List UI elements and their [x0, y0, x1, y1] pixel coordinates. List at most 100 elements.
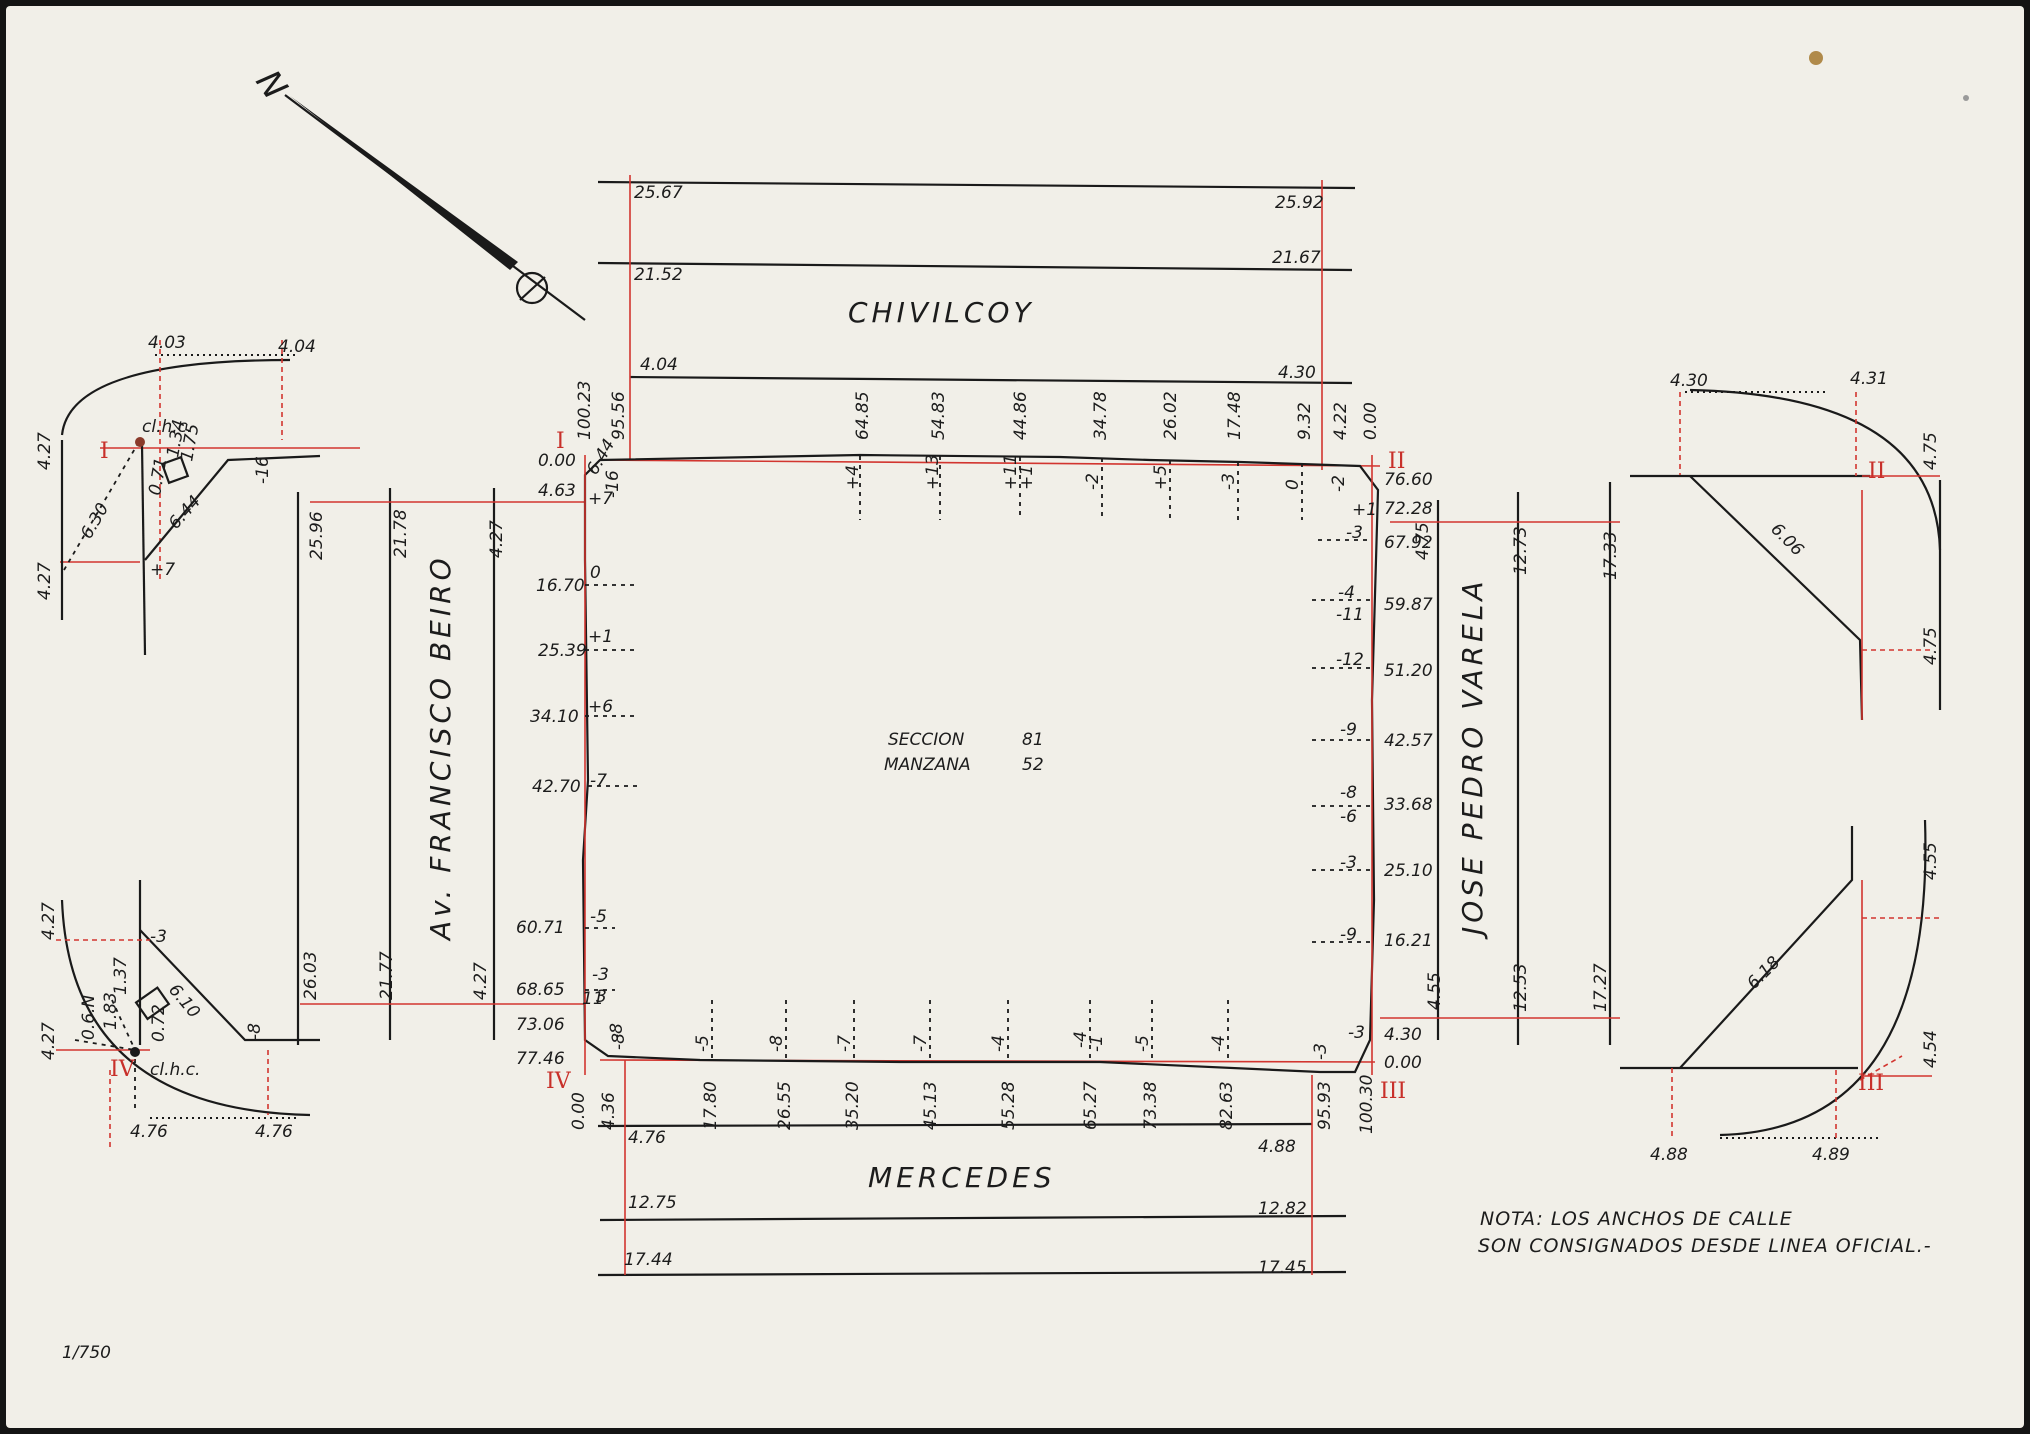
east-width-top-1: 4.75 [1413, 522, 1433, 560]
east-level: -8 [1340, 783, 1357, 803]
block-label: MANZANA [884, 755, 971, 775]
detail-ne-label: 4.75 [1921, 627, 1941, 665]
west-stations: 0.00 4.63 16.70 25.39 34.10 42.70 60.71 … [516, 436, 640, 1069]
north-station: 26.02 [1161, 391, 1181, 440]
west-level: 11 [582, 989, 604, 1009]
corner-label-iii: III [1380, 1079, 1406, 1104]
north-station: 64.85 [853, 391, 873, 440]
west-station: 68.65 [516, 980, 565, 1000]
corner-label-ii: II [1388, 449, 1405, 474]
south-width-right-1: 4.88 [1258, 1137, 1296, 1157]
section-value: 81 [1022, 730, 1044, 750]
west-width-top-3: 4.27 [487, 520, 507, 558]
west-width-top-2: 21.78 [391, 509, 411, 558]
north-station: 9.32 [1295, 402, 1315, 440]
note-line-2: SON CONSIGNADOS DESDE LINEA OFICIAL.- [1478, 1235, 1932, 1257]
south-width-left-1: 4.76 [628, 1128, 666, 1148]
west-station: 25.39 [538, 641, 587, 661]
east-station: 4.30 [1384, 1025, 1422, 1045]
east-level: -6 [1340, 807, 1357, 827]
south-level: -3 [1311, 1043, 1331, 1060]
south-station: 73.38 [1141, 1081, 1161, 1130]
north-level: -2 [1329, 475, 1349, 492]
block-outline [581, 453, 1380, 1075]
east-level: -3 [1346, 523, 1363, 543]
south-level: -4 [1209, 1035, 1229, 1052]
corner-label-i: I [556, 429, 565, 454]
west-station: 77.46 [516, 1049, 565, 1069]
north-level: -2 [1083, 473, 1103, 490]
detail-se-label: 4.54 [1921, 1030, 1941, 1068]
detail-sw-label: cl.h.c. [150, 1060, 200, 1080]
north-level: -3 [1219, 473, 1239, 490]
detail-nw-label: cl.h.c. [142, 417, 192, 437]
east-station: 67.92 [1384, 533, 1433, 553]
south-station: 4.36 [599, 1092, 619, 1130]
detail-sw-label: 1.83 [101, 992, 121, 1030]
detail-sw-corner: IV [110, 1057, 136, 1082]
detail-sw-label: 1.37 [111, 957, 131, 995]
west-station: 0.00 [538, 451, 576, 471]
north-station: 17.48 [1225, 391, 1245, 440]
south-level: -4 [989, 1035, 1009, 1052]
north-station: 0.00 [1361, 402, 1381, 440]
west-level: -7 [590, 771, 607, 791]
north-stations: 100.23 95.56 64.85 54.83 44.86 34.78 26.… [575, 381, 1381, 440]
survey-sheet: N 25.67 21.52 4.04 25.92 21.67 4.30 CHIV… [6, 6, 2024, 1428]
east-level: -3 [1348, 1023, 1365, 1043]
detail-sw-label: -3 [150, 927, 167, 947]
detail-sw-label: 6.10 [164, 980, 204, 1022]
scale-label: 1/750 [62, 1343, 111, 1363]
south-width-right-2: 12.82 [1258, 1199, 1307, 1219]
north-station: 4.22 [1331, 402, 1351, 440]
south-station: 0.00 [569, 1092, 589, 1130]
note-line-1: NOTA: LOS ANCHOS DE CALLE [1480, 1208, 1793, 1230]
north-level: +11 [1001, 454, 1021, 490]
east-level: -9 [1340, 720, 1357, 740]
south-station: 65.27 [1081, 1081, 1101, 1130]
east-width-bottom-1: 4.55 [1425, 972, 1445, 1010]
paper-speck [1809, 51, 1823, 65]
detail-nw-label: -16 [253, 456, 273, 484]
south-stations: 0.00 4.36 17.80 26.55 35.20 45.13 55.28 … [569, 1000, 1377, 1134]
north-width-left-1: 25.67 [634, 183, 683, 203]
detail-nw-label: 0.71 [145, 456, 171, 497]
north-station: 95.56 [609, 391, 629, 440]
block-value: 52 [1022, 755, 1044, 775]
north-level: +13 [923, 454, 943, 490]
south-level: -1 [1087, 1035, 1107, 1052]
south-station: 17.80 [701, 1081, 721, 1130]
north-station: 100.23 [575, 381, 595, 440]
detail-sw: 4.27 4.27 -3 6.10 -8 1.37 0.72 1.83 0.6.… [39, 880, 320, 1150]
north-level: +4 [843, 465, 863, 490]
north-station: 34.78 [1091, 391, 1111, 440]
detail-nw-label: 6.30 [77, 500, 113, 543]
west-level: 0 [590, 563, 601, 583]
south-level: -7 [911, 1035, 931, 1052]
south-level: -8 [607, 1023, 627, 1040]
east-level: -4 [1338, 583, 1355, 603]
south-width-right-3: 17.45 [1258, 1258, 1307, 1278]
detail-sw-label: -8 [245, 1023, 265, 1040]
east-station: 72.28 [1384, 499, 1433, 519]
detail-nw-label: 4.03 [148, 333, 186, 353]
paper-speck [1963, 95, 1969, 101]
detail-sw-label: 4.27 [39, 902, 59, 940]
detail-ne-label: 4.75 [1921, 432, 1941, 470]
south-station: 26.55 [775, 1081, 795, 1130]
detail-sw-label: 4.27 [39, 1022, 59, 1060]
west-width-bottom-3: 4.27 [471, 962, 491, 1000]
east-station: 59.87 [1384, 595, 1433, 615]
detail-se-label: 4.88 [1650, 1145, 1688, 1165]
detail-se-label: 4.89 [1812, 1145, 1850, 1165]
north-width-left-3: 4.04 [640, 355, 678, 375]
north-station: 44.86 [1011, 391, 1031, 440]
north-width-right-3: 4.30 [1278, 363, 1316, 383]
detail-nw-label: 4.04 [278, 337, 316, 357]
west-width-top-1: 25.96 [307, 511, 327, 560]
east-station: 16.21 [1384, 931, 1433, 951]
detail-sw-label: 4.76 [255, 1122, 293, 1142]
south-station: 100.30 [1357, 1075, 1377, 1134]
detail-sw-label: 0.72 [149, 1004, 169, 1042]
south-level: -5 [1133, 1035, 1153, 1052]
